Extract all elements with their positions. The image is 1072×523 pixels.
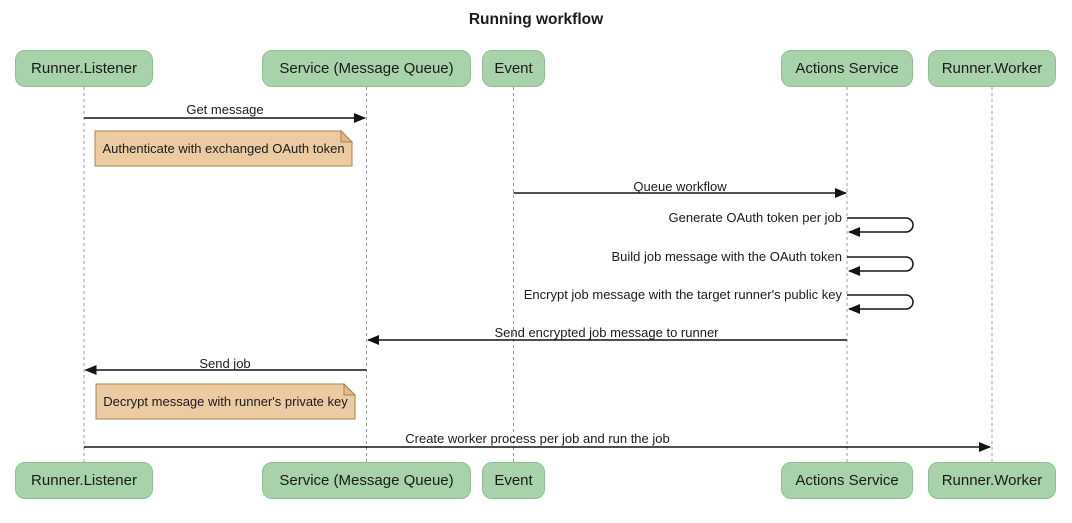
message-label-send-job: Send job: [199, 356, 251, 371]
message-label-get-message: Get message: [186, 102, 264, 117]
note-decrypt-message-shape: [95, 382, 357, 420]
message-label-build-job-message: Build job message with the OAuth token: [611, 249, 842, 264]
message-label-create-worker-process: Create worker process per job and run th…: [405, 431, 670, 446]
note-authenticate-oauth: Authenticate with exchanged OAuth token: [102, 141, 345, 156]
participant-bottom-event: Event: [482, 462, 545, 499]
participant-top-runner-listener: Runner.Listener: [15, 50, 153, 87]
message-label-send-encrypted-job: Send encrypted job message to runner: [494, 325, 719, 340]
arrow-self-generate-oauth-token: [847, 217, 914, 237]
participant-bottom-service-message-queue: Service (Message Queue): [262, 462, 471, 499]
participant-top-actions-service: Actions Service: [781, 50, 913, 87]
message-label-queue-workflow: Queue workflow: [633, 179, 727, 194]
note-decrypt-message: Decrypt message with runner's private ke…: [103, 394, 348, 409]
message-label-encrypt-job-message: Encrypt job message with the target runn…: [523, 287, 842, 302]
diagram-title: Running workflow: [468, 11, 604, 28]
participant-top-event: Event: [482, 50, 545, 87]
participant-bottom-runner-listener: Runner.Listener: [15, 462, 153, 499]
arrow-self-build-job-message: [847, 256, 914, 276]
note-authenticate-oauth-shape: [94, 129, 354, 167]
participant-top-service-message-queue: Service (Message Queue): [262, 50, 471, 87]
arrow-self-encrypt-job-message: [847, 294, 914, 314]
participant-bottom-actions-service: Actions Service: [781, 462, 913, 499]
participant-bottom-runner-worker: Runner.Worker: [928, 462, 1056, 499]
participant-top-runner-worker: Runner.Worker: [928, 50, 1056, 87]
message-label-generate-oauth-token: Generate OAuth token per job: [668, 210, 842, 225]
